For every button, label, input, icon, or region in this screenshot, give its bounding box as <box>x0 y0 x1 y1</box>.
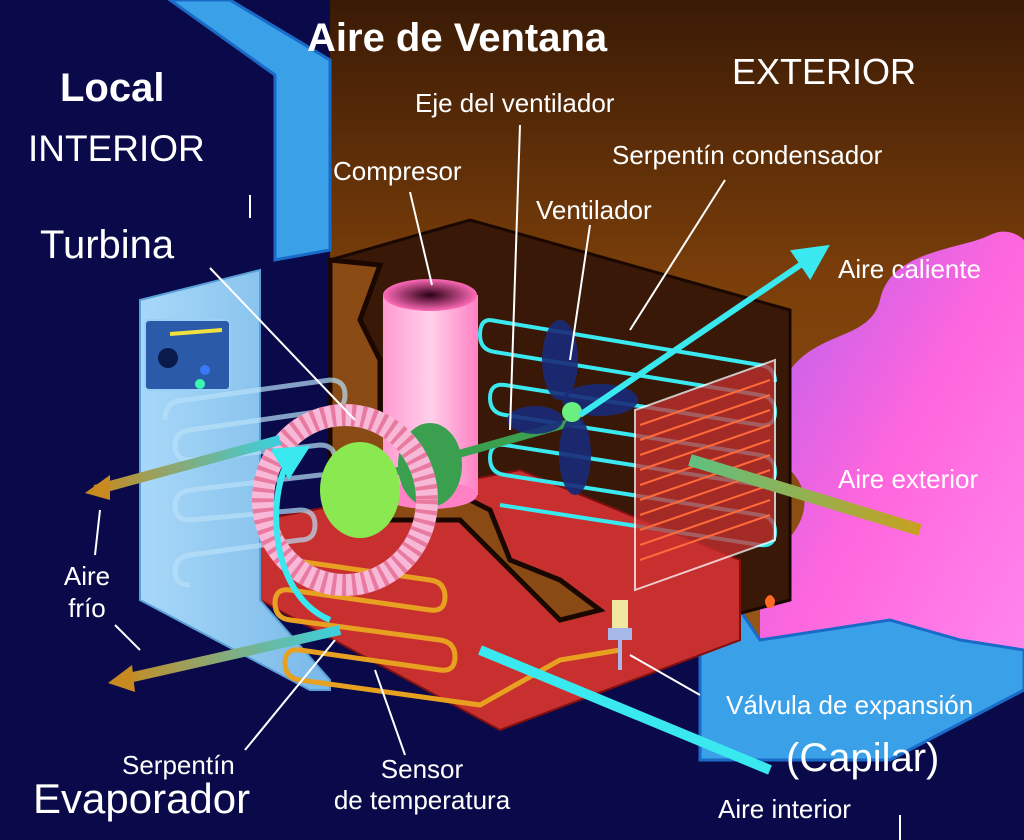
turbine-wheel <box>252 404 438 596</box>
exterior-air-cloud <box>760 231 1024 690</box>
label-cold-air-line1: Aire <box>63 561 111 591</box>
condensate-drip <box>765 595 775 608</box>
label-temp-sensor-line1: Sensor <box>380 754 464 784</box>
wall-upper <box>167 0 332 262</box>
control-knob <box>158 348 178 368</box>
compressor-top <box>383 279 477 311</box>
label-evaporator-coil-line2: Evaporador <box>33 775 251 822</box>
control-button-blue <box>200 365 210 375</box>
label-compressor: Compresor <box>333 156 462 186</box>
airflow-circulation-arrow <box>270 445 332 623</box>
label-turbine: Turbina <box>40 223 175 267</box>
label-condenser-coil: Serpentín condensador <box>612 140 883 170</box>
indoor-heading: Local <box>60 66 165 110</box>
label-indoor-air: Aire interior <box>718 794 851 824</box>
hot-air-arrow <box>578 244 830 418</box>
cold-air-arrowhead-lower <box>108 665 135 692</box>
control-button-green <box>195 379 205 389</box>
label-fan-shaft: Eje del ventilador <box>415 88 615 118</box>
condenser-grille <box>634 358 776 592</box>
indoor-air-arrow <box>478 645 772 775</box>
expansion-valve <box>608 600 632 670</box>
label-fan: Ventilador <box>536 195 652 225</box>
label-capillary: (Capilar) <box>786 736 940 780</box>
wall-lower <box>659 593 1024 762</box>
cold-air-arrow-upper <box>93 435 282 495</box>
label-outside-air: Aire exterior <box>838 464 979 494</box>
label-expansion-valve: Válvula de expansión <box>726 690 974 720</box>
label-evaporator-coil-line1: Serpentín <box>122 750 235 780</box>
cold-air-arrowhead-upper <box>85 475 110 500</box>
evaporator-coil <box>272 557 621 708</box>
exterior-air-arrow <box>688 454 922 536</box>
label-cold-air-line2: frío <box>68 593 106 623</box>
cold-air-arrow-lower <box>118 625 342 685</box>
outdoor-label: EXTERIOR <box>732 51 917 92</box>
label-hot-air: Aire caliente <box>838 254 982 284</box>
diagram-title: Aire de Ventana <box>307 16 608 60</box>
control-display <box>169 328 223 336</box>
label-temp-sensor-line2: de temperatura <box>333 785 511 815</box>
indoor-label: INTERIOR <box>28 128 205 169</box>
leader-lines <box>94 124 901 840</box>
